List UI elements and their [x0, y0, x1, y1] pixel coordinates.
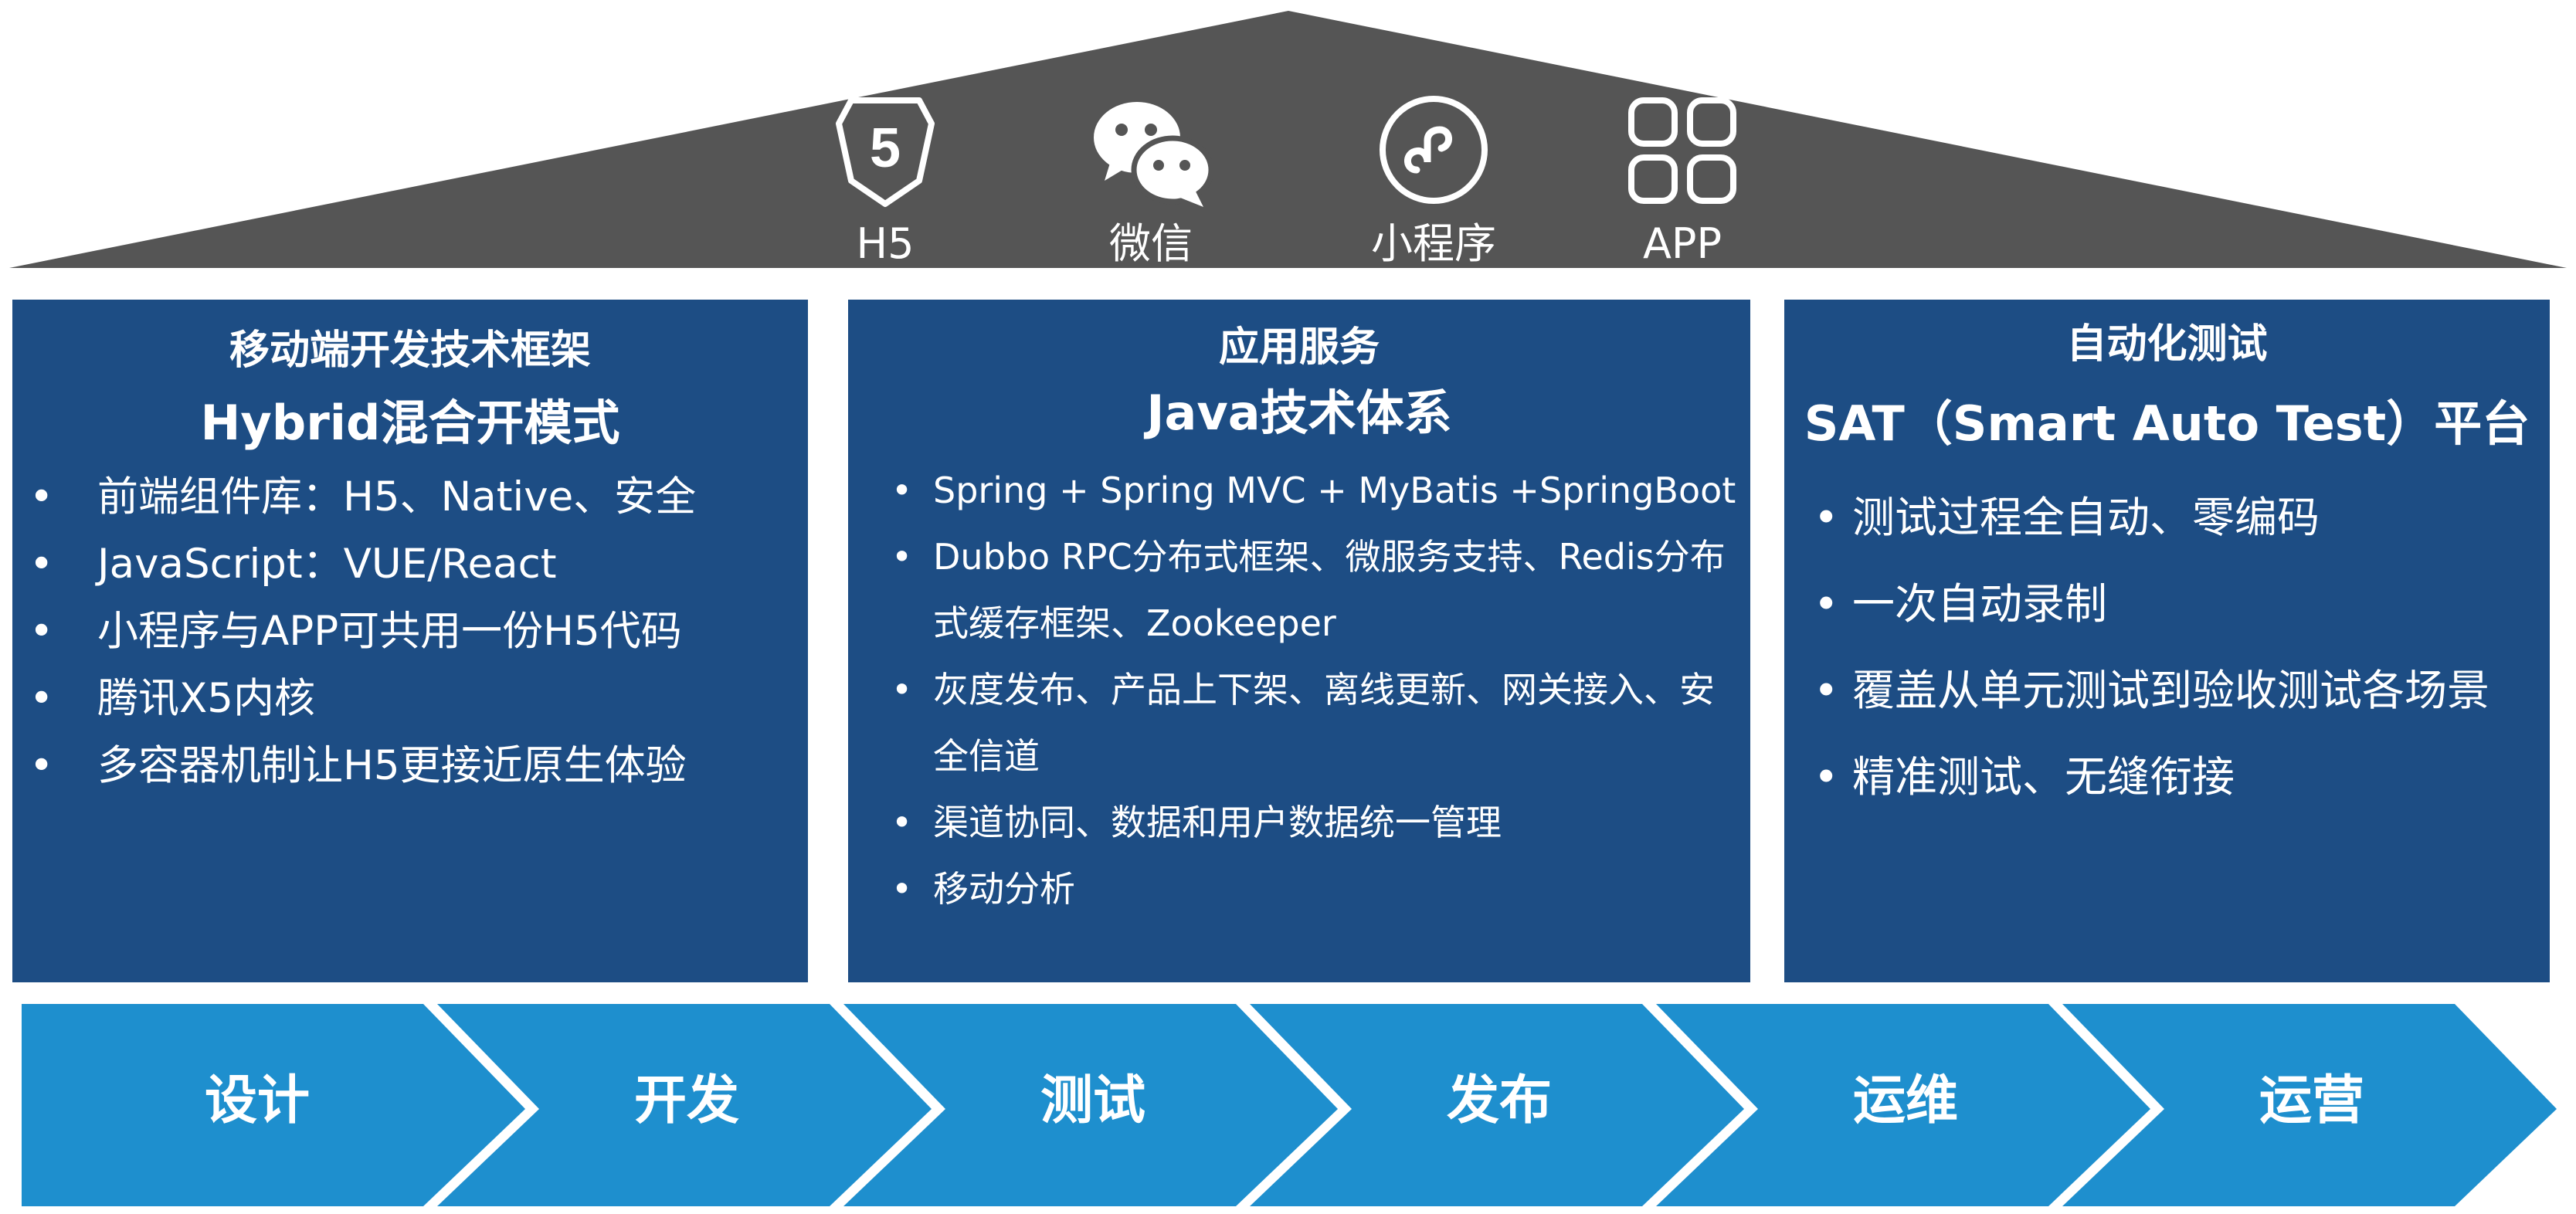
process-step-arrow-6 [2062, 1004, 2557, 1206]
list-item: 渠道协同、数据和用户数据统一管理 [848, 789, 1750, 856]
list-item: 腾讯X5内核 [12, 665, 808, 732]
list-item: 前端组件库：H5、Native、安全 [12, 463, 808, 531]
bullet-list: 前端组件库：H5、Native、安全 JavaScript：VUE/React … [12, 463, 808, 799]
list-item-line: 移动分析 [933, 868, 1075, 910]
roof [9, 11, 2567, 268]
channel-wechat[interactable]: 微信 [1074, 90, 1228, 275]
list-item: 多容器机制让H5更接近原生体验 [12, 732, 808, 799]
list-item: Spring + Spring MVC + MyBatis +SpringBoo… [848, 457, 1750, 524]
list-item: 灰度发布、产品上下架、离线更新、网关接入、安 全信道 [848, 656, 1750, 789]
pillar-auto-testing: 自动化测试 SAT（Smart Auto Test）平台 测试过程全自动、零编码… [1784, 300, 2550, 982]
list-item: 移动分析 [848, 856, 1750, 922]
process-step-arrow-2 [437, 1004, 932, 1206]
bullet-list: Spring + Spring MVC + MyBatis +SpringBoo… [848, 457, 1750, 922]
list-item: 覆盖从单元测试到验收测试各场景 [1784, 647, 2550, 734]
process-step-arrow-4 [1250, 1004, 1744, 1206]
process-step-test: 测试 [1040, 1070, 1145, 1131]
channel-label-mini-program: 小程序 [1371, 219, 1496, 268]
pillar-subtitle: Java技术体系 [1146, 385, 1452, 441]
process-step-arrow-1 [22, 1004, 525, 1206]
list-item-line: 式缓存框架、Zookeeper [933, 602, 1336, 644]
process-step-release: 发布 [1446, 1070, 1552, 1131]
list-item: JavaScript：VUE/React [12, 531, 808, 598]
list-item: Dubbo RPC分布式框架、微服务支持、Redis分布 式缓存框架、Zooke… [848, 524, 1750, 656]
wechat-icon [1094, 102, 1213, 207]
pillar-subtitle: SAT（Smart Auto Test）平台 [1804, 395, 2530, 452]
mini-program-icon [1380, 96, 1488, 204]
channel-label-h5: H5 [856, 219, 915, 268]
pillar-application-services: 应用服务 Java技术体系 Spring + Spring MVC + MyBa… [848, 300, 1750, 982]
process-step-design: 设计 [204, 1070, 310, 1131]
roof-triangle [9, 11, 2567, 268]
process-flow [22, 1004, 2557, 1206]
html5-badge-text: 5 [870, 117, 901, 179]
pillar-subtitle: Hybrid混合开模式 [200, 395, 620, 451]
pillar-title: 移动端开发技术框架 [229, 327, 591, 374]
list-item-line: 渠道协同、数据和用户数据统一管理 [933, 802, 1502, 843]
list-item: 一次自动录制 [1784, 561, 2550, 647]
bullet-list: 测试过程全自动、零编码 一次自动录制 覆盖从单元测试到验收测试各场景 精准测试、… [1784, 474, 2550, 820]
process-step-arrow-3 [843, 1004, 1338, 1206]
list-item-line: Spring + Spring MVC + MyBatis +SpringBoo… [933, 470, 1736, 511]
channel-mini-program[interactable]: 小程序 [1356, 90, 1511, 275]
process-step-arrow-5 [1656, 1004, 2150, 1206]
html5-shield-icon: 5 [836, 97, 935, 207]
list-item: 精准测试、无缝衔接 [1784, 734, 2550, 820]
process-step-develop: 开发 [633, 1070, 739, 1131]
list-item: 小程序与APP可共用一份H5代码 [12, 598, 808, 665]
process-step-ops: 运维 [1852, 1070, 1958, 1131]
app-grid-icon [1628, 97, 1736, 204]
pillar-mobile-framework: 移动端开发技术框架 Hybrid混合开模式 前端组件库：H5、Native、安全… [12, 300, 808, 982]
process-step-operations: 运营 [2259, 1070, 2364, 1131]
pillar-title: 应用服务 [1218, 324, 1380, 371]
list-item: 测试过程全自动、零编码 [1784, 474, 2550, 561]
list-item-line: 全信道 [933, 735, 1040, 777]
pillar-title: 自动化测试 [2066, 321, 2268, 368]
list-item-line: 灰度发布、产品上下架、离线更新、网关接入、安 [933, 669, 1715, 710]
channel-app[interactable]: APP [1605, 90, 1760, 275]
channel-label-wechat: 微信 [1109, 219, 1193, 268]
list-item-line: Dubbo RPC分布式框架、微服务支持、Redis分布 [933, 536, 1726, 578]
channel-h5[interactable]: 5 H5 [808, 90, 962, 275]
channel-label-app: APP [1642, 219, 1722, 268]
